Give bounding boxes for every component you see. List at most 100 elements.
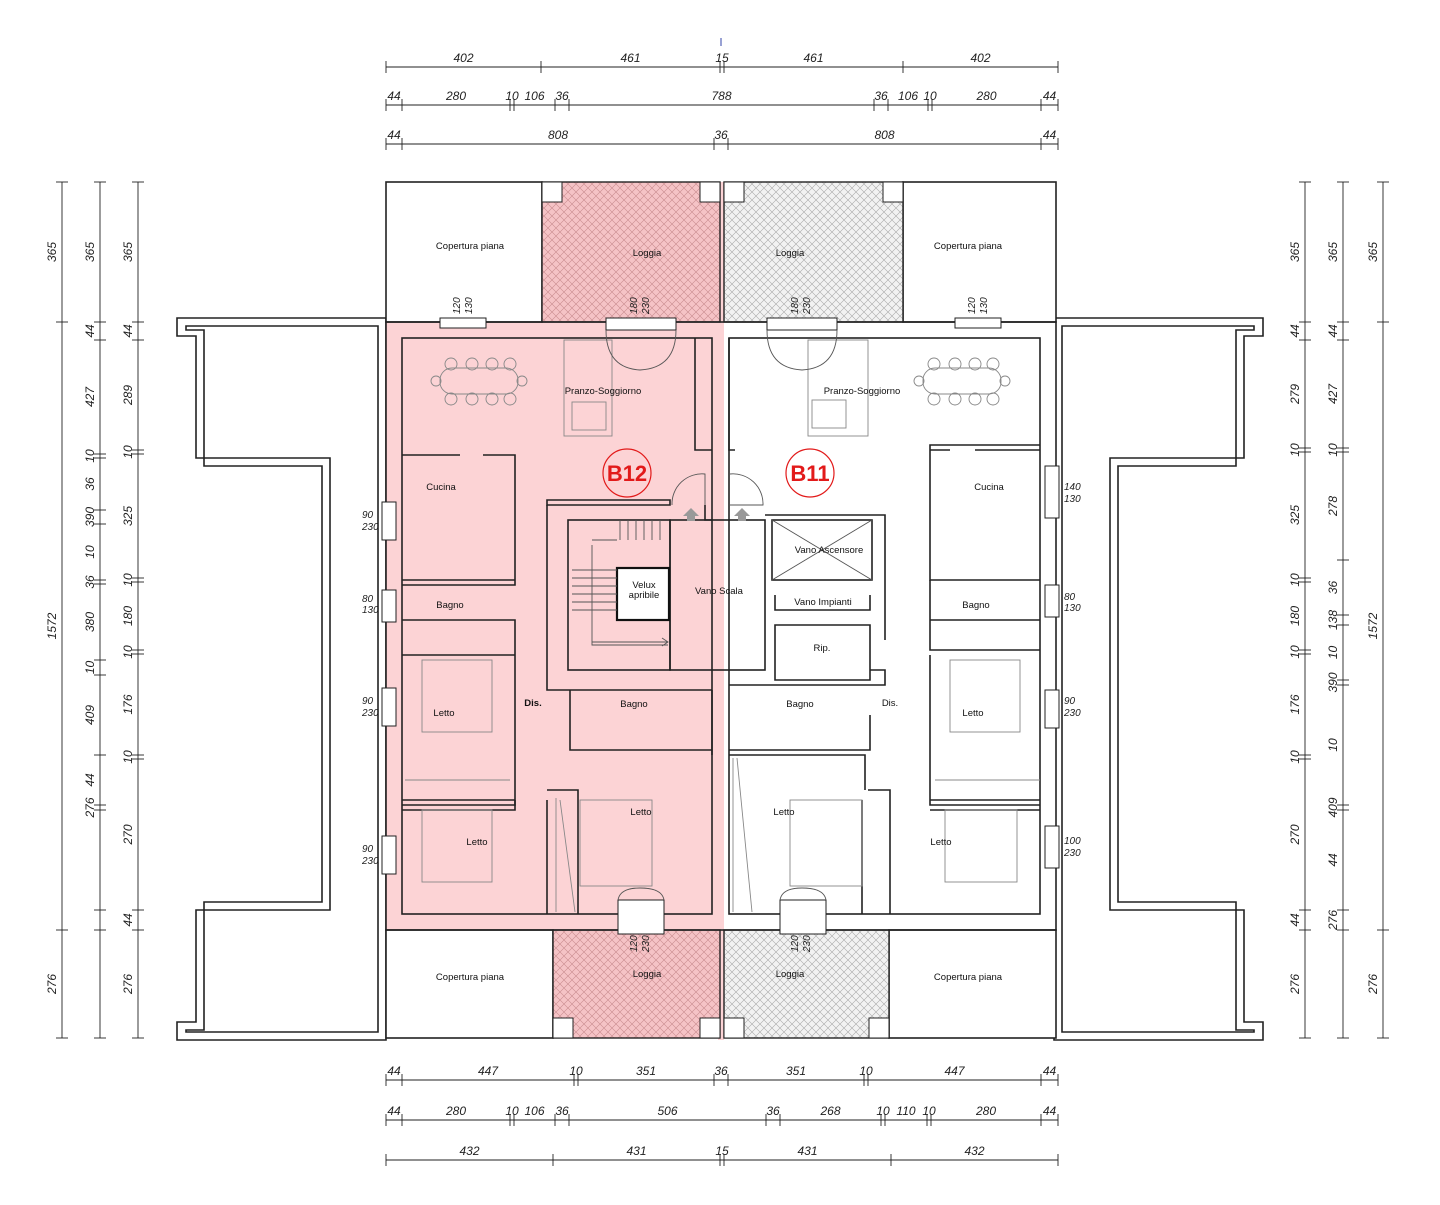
w-r3-a: 90 <box>1064 696 1076 707</box>
dim-label-bot1-2: 10 <box>569 1064 583 1078</box>
dim-label-left3-12: 276 <box>121 974 135 995</box>
w-top-r-b: 130 <box>979 297 990 314</box>
dim-label-bot2-0: 44 <box>387 1104 401 1118</box>
dim-label-right2-1: 44 <box>1326 324 1340 338</box>
lift <box>771 519 873 611</box>
d-top-r-b: 230 <box>802 297 813 315</box>
dim-label-left2-7: 36 <box>83 575 97 589</box>
dim-label-left3-9: 10 <box>121 750 135 764</box>
dim-label-top2-4: 36 <box>555 89 569 103</box>
dim-label-left1-2: 276 <box>45 974 59 995</box>
w-l4-b: 230 <box>361 856 379 867</box>
unit-b12-circle <box>602 448 652 498</box>
dim-label-left3-8: 176 <box>121 694 135 714</box>
dim-label-top1-3: 461 <box>803 51 823 65</box>
label-loggia-bl: Loggia <box>633 969 662 980</box>
dim-label-left3-6: 180 <box>121 606 135 626</box>
dim-label-top3-3: 808 <box>874 128 894 142</box>
w-top-l-a: 120 <box>452 297 463 314</box>
label-letto-right-1: Letto <box>962 708 983 719</box>
dim-label-right3-0: 365 <box>1366 242 1380 262</box>
label-letto-left-3: Letto <box>630 807 651 818</box>
dim-label-right2-11: 44 <box>1326 853 1340 867</box>
dim-label-right1-1: 44 <box>1288 324 1302 338</box>
dim-label-right2-3: 10 <box>1326 443 1340 457</box>
dim-label-bot2-8: 10 <box>876 1104 890 1118</box>
dim-label-bot2-1: 280 <box>445 1104 466 1118</box>
dim-label-left3-3: 10 <box>121 445 135 459</box>
dim-label-right2-5: 36 <box>1326 581 1340 595</box>
w-r1-a: 140 <box>1064 482 1081 493</box>
dim-label-bot2-6: 36 <box>766 1104 780 1118</box>
label-dis-left: Dis. <box>524 698 541 709</box>
w-r2-a: 80 <box>1064 592 1076 603</box>
dim-label-right1-5: 10 <box>1288 573 1302 587</box>
label-vano-ascensore: Vano Ascensore <box>795 545 863 556</box>
furniture <box>405 339 1040 913</box>
dim-label-left2-2: 427 <box>83 386 97 407</box>
dim-label-left3-1: 44 <box>121 324 135 338</box>
w-l1-a: 90 <box>362 510 374 521</box>
label-letto-left-2: Letto <box>466 837 487 848</box>
dim-label-top2-0: 44 <box>387 89 401 103</box>
dim-label-left2-8: 380 <box>83 612 97 632</box>
w-r3-b: 230 <box>1063 708 1081 719</box>
d-top-r-a: 180 <box>790 297 801 314</box>
dim-label-right2-9: 10 <box>1326 738 1340 752</box>
label-velux-1: Velux <box>632 580 655 591</box>
label-loggia-br: Loggia <box>776 969 805 980</box>
dim-label-bot2-5: 506 <box>657 1104 677 1118</box>
dim-label-top2-8: 10 <box>923 89 937 103</box>
label-vano-impianti: Vano Impianti <box>794 597 851 608</box>
dim-label-left2-1: 44 <box>83 324 97 338</box>
d-bot-r-a: 120 <box>790 935 801 952</box>
left-wing <box>176 317 387 1041</box>
w-l2-b: 130 <box>362 605 379 616</box>
label-loggia-tl: Loggia <box>633 248 662 259</box>
dim-label-left3-2: 289 <box>121 385 135 406</box>
dim-label-bot1-4: 36 <box>714 1064 728 1078</box>
dim-label-right1-2: 279 <box>1288 384 1302 405</box>
dim-label-left1-0: 365 <box>45 242 59 262</box>
dim-label-top1-4: 402 <box>970 51 990 65</box>
dim-label-bot1-7: 447 <box>944 1064 965 1078</box>
dim-label-top2-10: 44 <box>1043 89 1057 103</box>
w-l1-b: 230 <box>361 522 379 533</box>
dim-label-left2-5: 390 <box>83 507 97 527</box>
label-letto-right-3: Letto <box>773 807 794 818</box>
dim-label-top3-2: 36 <box>714 128 728 142</box>
dim-label-bot1-5: 351 <box>786 1064 806 1078</box>
dim-label-right3-1: 1572 <box>1366 612 1380 639</box>
label-bagno-right-1: Bagno <box>962 600 989 611</box>
openings <box>381 317 1060 935</box>
d-bot-r-b: 230 <box>802 935 813 953</box>
w-r4-b: 230 <box>1063 848 1081 859</box>
dim-label-left2-4: 36 <box>83 477 97 491</box>
copertura-top-right <box>902 181 1057 323</box>
dim-label-top3-4: 44 <box>1043 128 1057 142</box>
d-top-l-a: 180 <box>629 297 640 314</box>
dim-label-left3-0: 365 <box>121 242 135 262</box>
label-rip: Rip. <box>814 643 831 654</box>
dim-label-right2-4: 278 <box>1326 496 1340 517</box>
unit-divider <box>718 182 724 1040</box>
dim-label-top1-2: 15 <box>715 51 729 65</box>
d-top-l-b: 230 <box>641 297 652 315</box>
label-dis-right: Dis. <box>882 698 898 709</box>
loggia-top-right <box>723 181 904 323</box>
dim-label-left1-1: 1572 <box>45 612 59 639</box>
dim-label-right2-12: 276 <box>1326 910 1340 931</box>
dim-label-top1-0: 402 <box>453 51 473 65</box>
dim-label-top2-6: 36 <box>874 89 888 103</box>
label-vano-scala: Vano Scala <box>695 586 744 597</box>
dim-label-right2-8: 390 <box>1326 672 1340 692</box>
label-cucina-left: Cucina <box>426 482 456 493</box>
dim-label-right1-8: 176 <box>1288 694 1302 714</box>
dim-label-bot2-12: 44 <box>1043 1104 1057 1118</box>
dim-label-bot2-4: 36 <box>555 1104 569 1118</box>
dim-label-bot2-2: 10 <box>505 1104 519 1118</box>
label-letto-right-2: Letto <box>930 837 951 848</box>
dim-label-left2-0: 365 <box>83 242 97 262</box>
w-top-r-a: 120 <box>967 297 978 314</box>
label-bagno-left-2: Bagno <box>620 699 647 710</box>
